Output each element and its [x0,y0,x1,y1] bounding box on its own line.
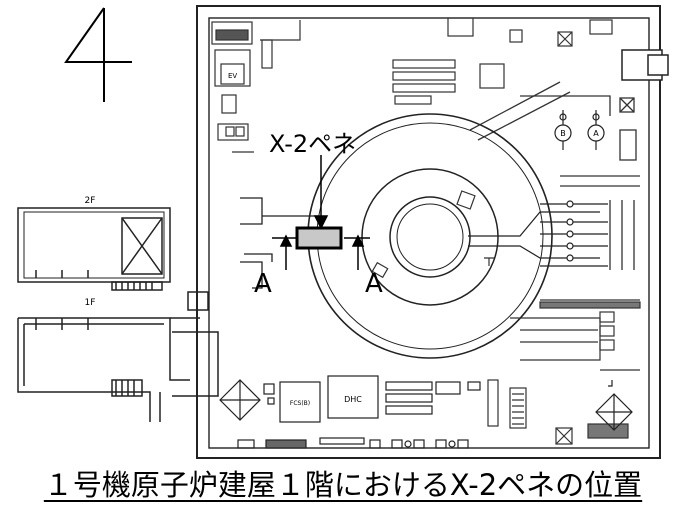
corridor [170,291,219,397]
figure-caption: １号機原子炉建屋１階におけるX-2ペネの位置 [0,462,686,504]
section-mark-left: A [254,269,272,299]
section-line [272,234,370,270]
lower-right-structures [487,299,641,445]
room-fcs-label: FCS(B) [290,400,310,407]
annex-2f [17,207,171,291]
annex-1f [17,317,190,422]
pump-a-label: A [593,129,599,138]
lower-left-equipment [219,375,481,449]
section-mark-right: A [365,269,383,299]
floor-1f-label: 1F [85,298,96,308]
callout-label: X-2ペネ [269,130,356,158]
pump-b-label: B [560,129,566,138]
callout-arrow [313,155,329,230]
pump-b [554,110,572,150]
x2-penetration [295,226,343,250]
stair-diamond-right [595,380,633,431]
room-ev-label: EV [228,72,237,80]
containment-inner [361,168,499,306]
room-dhc-label: DHC [344,395,362,404]
top-equipment [392,17,613,105]
page-number [64,7,132,102]
left-interior-walls [240,197,320,289]
inner-equipment [371,190,494,279]
top-left-rooms [211,20,301,153]
figure-caption-text: １号機原子炉建屋１階におけるX-2ペネの位置 [43,468,643,502]
building-outline [196,5,661,459]
piping-right [468,200,635,270]
floor-2f-label: 2F [85,196,96,206]
notch-top-right [621,49,669,81]
pump-a [587,110,605,150]
